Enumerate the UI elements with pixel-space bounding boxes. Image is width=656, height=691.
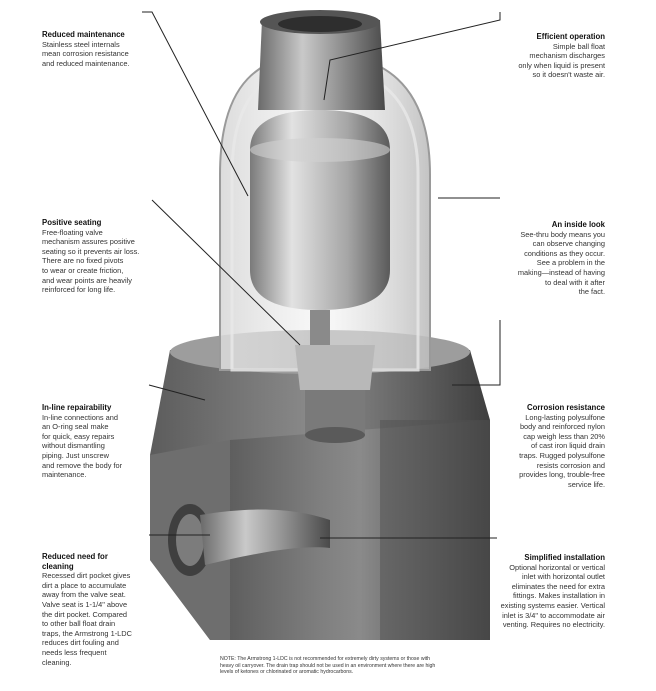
inlet-fitting bbox=[168, 504, 330, 576]
callout-title: Corrosion resistance bbox=[527, 403, 605, 412]
callout-inline-repairability: In-line repairability In-line connection… bbox=[42, 403, 192, 480]
valve-mechanism bbox=[295, 345, 375, 443]
callout-an-inside-look: An inside look See-thru body means you c… bbox=[455, 220, 605, 297]
callout-corrosion-resistance: Corrosion resistance Long-lasting polysu… bbox=[455, 403, 605, 489]
footnote: NOTE: The Armstrong 1-LDC is not recomme… bbox=[220, 656, 436, 676]
leader-lines bbox=[142, 11, 501, 539]
callout-efficient-operation: Efficient operation Simple ball float me… bbox=[455, 32, 605, 80]
callout-text: In-line connections and an O-ring seal m… bbox=[42, 412, 123, 480]
callout-reduced-need-for-cleaning: Reduced need for cleaning Recessed dirt … bbox=[42, 552, 192, 667]
callout-title: Positive seating bbox=[42, 218, 102, 227]
callout-title: Reduced need for cleaning bbox=[42, 552, 108, 571]
outlet-port bbox=[258, 10, 385, 110]
callout-title: In-line repairability bbox=[42, 403, 112, 412]
callout-title: Simplified installation bbox=[524, 553, 605, 562]
callout-text: Recessed dirt pocket gives dirt a place … bbox=[42, 571, 132, 667]
callout-text: Long-lasting polysulfone body and reinfo… bbox=[519, 412, 605, 489]
ball-float bbox=[250, 110, 390, 350]
callout-text: Free-floating valve mechanism assures po… bbox=[42, 227, 140, 295]
callout-text: See-thru body means you can observe chan… bbox=[517, 229, 605, 297]
callout-text: Stainless steel internals mean corrosion… bbox=[42, 39, 130, 68]
callout-positive-seating: Positive seating Free-floating valve mec… bbox=[42, 218, 192, 295]
callout-title: An inside look bbox=[551, 220, 605, 229]
callout-title: Efficient operation bbox=[536, 32, 605, 41]
callout-simplified-installation: Simplified installation Optional horizon… bbox=[455, 553, 605, 630]
callout-title: Reduced maintenance bbox=[42, 30, 125, 39]
callout-text: Optional horizontal or vertical inlet wi… bbox=[500, 562, 605, 630]
callout-reduced-maintenance: Reduced maintenance Stainless steel inte… bbox=[42, 30, 192, 68]
callout-text: Simple ball float mechanism discharges o… bbox=[518, 41, 605, 80]
